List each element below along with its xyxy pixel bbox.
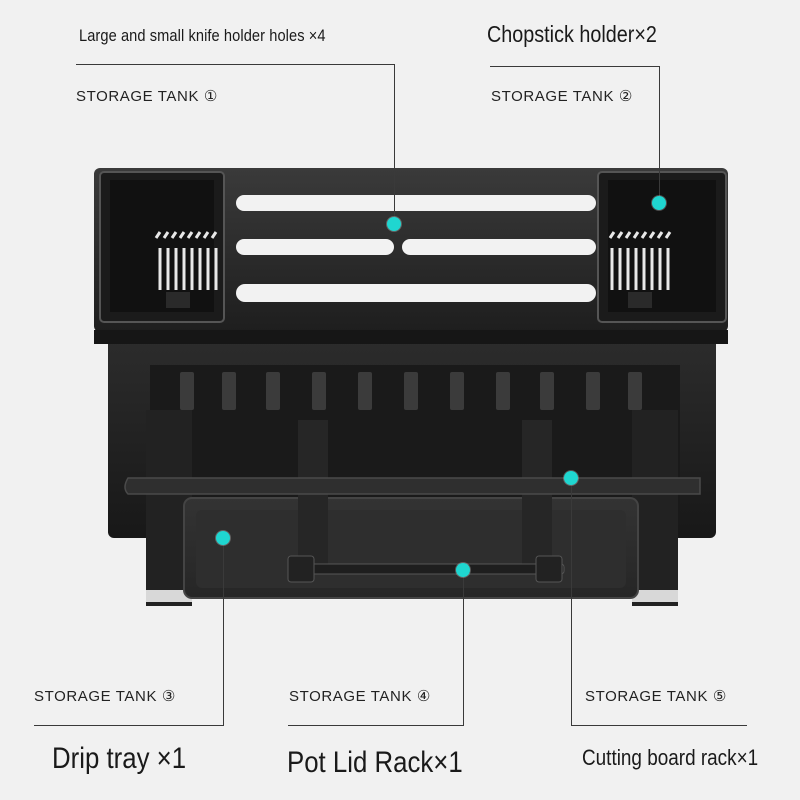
- leader-drip-v: [223, 538, 224, 726]
- label-storage-tank-4: STORAGE TANK ④: [289, 688, 431, 705]
- right-leg: [632, 410, 678, 606]
- leader-drip-h: [34, 725, 224, 726]
- label-drip-tray: Drip tray ×1: [52, 742, 187, 775]
- knife-holes: [236, 195, 596, 302]
- knife-slot-row: [180, 372, 642, 410]
- leader-potlid-v: [463, 570, 464, 726]
- marker-chopstick-holder: [652, 196, 666, 210]
- chopstick-basket-left: [99, 171, 225, 323]
- front-post-right: [522, 420, 552, 570]
- label-storage-tank-5: STORAGE TANK ⑤: [585, 688, 727, 705]
- leader-cutting-h: [571, 725, 747, 726]
- cutting-board-bar: [124, 477, 701, 495]
- label-cutting-board-rack: Cutting board rack×1: [582, 745, 759, 770]
- pot-lid-bar: [291, 563, 565, 575]
- leader-potlid-h: [288, 725, 464, 726]
- label-chopstick-holder: Chopstick holder×2: [487, 21, 657, 47]
- leader-knife-v: [394, 64, 395, 224]
- marker-drip-tray: [216, 531, 230, 545]
- label-knife-holes: Large and small knife holder holes ×4: [79, 26, 326, 45]
- leader-knife-h: [76, 64, 394, 65]
- front-post-left: [298, 420, 328, 570]
- leader-chopstick-v: [659, 66, 660, 202]
- leader-chopstick-h: [490, 66, 660, 67]
- marker-knife-holes: [387, 217, 401, 231]
- chopstick-basket-right: [597, 171, 727, 323]
- label-storage-tank-2: STORAGE TANK ②: [491, 88, 633, 105]
- label-storage-tank-3: STORAGE TANK ③: [34, 688, 176, 705]
- label-pot-lid-rack: Pot Lid Rack×1: [287, 746, 463, 779]
- marker-cutting-board-rack: [564, 471, 578, 485]
- leader-cutting-v: [571, 478, 572, 726]
- marker-pot-lid-rack: [456, 563, 470, 577]
- label-storage-tank-1: STORAGE TANK ①: [76, 88, 218, 105]
